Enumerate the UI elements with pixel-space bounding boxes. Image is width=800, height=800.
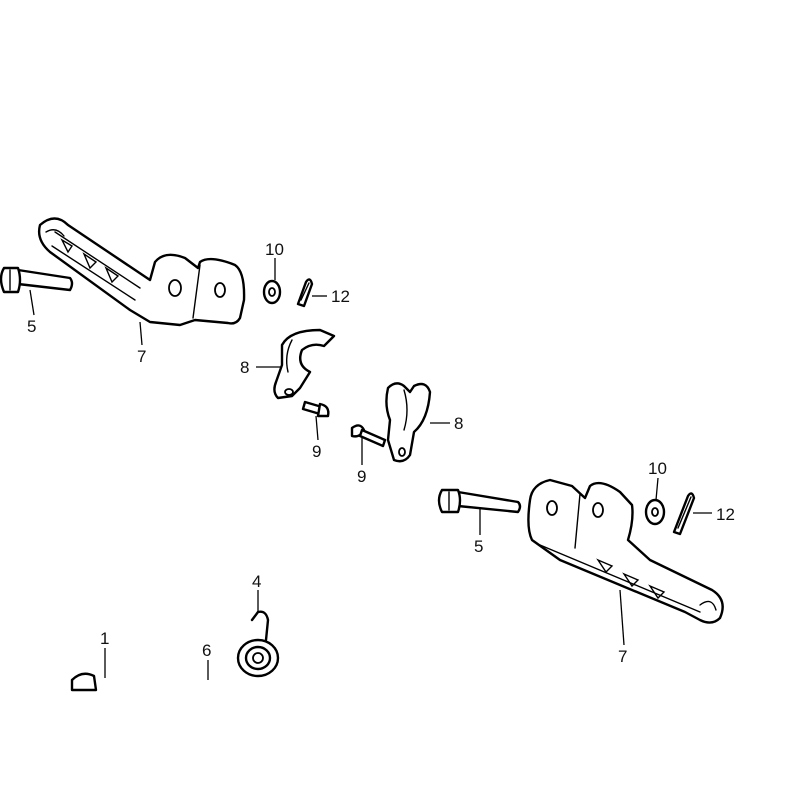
callout-1: 1 [100, 629, 109, 648]
bolt-left [301, 400, 330, 418]
spring [236, 610, 280, 678]
partial-component [70, 672, 98, 692]
washer-top [262, 279, 282, 305]
callout-7-top: 7 [137, 347, 146, 366]
pivot-pin-right [437, 488, 522, 514]
pivot-pin-left [0, 266, 74, 294]
callout-8-right: 8 [454, 414, 463, 433]
callout-12-top: 12 [331, 287, 350, 306]
callout-5-bottom: 5 [474, 537, 483, 556]
callout-12-bottom: 12 [716, 505, 735, 524]
washer-bottom [644, 498, 666, 526]
callout-5-top: 5 [27, 317, 36, 336]
footpeg-left [37, 217, 246, 327]
cotter-pin-bottom [672, 492, 696, 536]
bolt-right [350, 424, 387, 448]
cotter-pin-top [296, 278, 314, 308]
leader-lines [29, 258, 712, 680]
bracket-left [273, 328, 336, 400]
footpeg-right [527, 478, 724, 624]
callout-10-bottom: 10 [648, 459, 667, 478]
callout-7-bottom: 7 [618, 647, 627, 666]
callout-6: 6 [202, 641, 211, 660]
callout-9-right: 9 [357, 467, 366, 486]
callout-4: 4 [252, 572, 261, 591]
bracket-right [385, 382, 432, 463]
callout-9-left: 9 [312, 442, 321, 461]
callout-10-top: 10 [265, 240, 284, 259]
callout-8-left: 8 [240, 358, 249, 377]
